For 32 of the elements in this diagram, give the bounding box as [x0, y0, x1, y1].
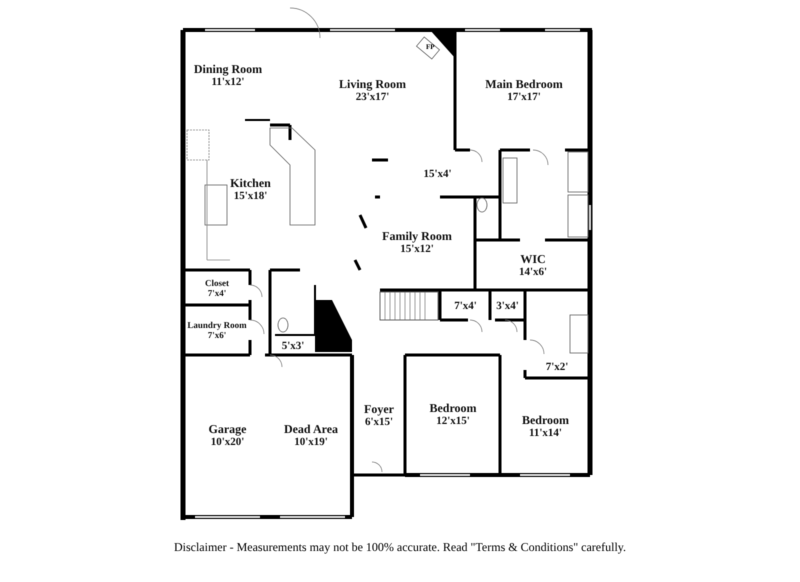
room-name: Closet: [205, 278, 229, 288]
room-name: Family Room: [382, 230, 452, 243]
room-dimension: 12'x15': [436, 415, 470, 428]
room-name: Garage: [208, 423, 246, 436]
room-dimension: 11'x14': [528, 426, 562, 440]
room-dimension: 10'x20': [210, 436, 244, 449]
room-dimension: 11'x12': [211, 76, 244, 89]
room-dimension: 14'x6': [518, 266, 548, 279]
room-dimension: 23'x17': [356, 91, 390, 104]
room-name: Main Bedroom: [485, 78, 563, 91]
room-dimension: 3'x4': [496, 300, 519, 312]
room-name: Dead Area: [284, 423, 338, 436]
room-name: Living Room: [338, 78, 406, 91]
room-name: Bedroom: [429, 402, 477, 415]
room-dimension: 6'x15': [364, 416, 394, 429]
room-dimension: 15'x4': [423, 168, 452, 181]
room-dimension: 17'x17': [507, 91, 541, 104]
room-name: Foyer: [364, 403, 394, 416]
room-name: Bedroom: [522, 414, 570, 426]
room-dimension: 10'x19': [294, 436, 328, 449]
room-dimension: 7'x2': [546, 360, 568, 374]
room-dimension: 15'x18': [234, 190, 268, 202]
room-dimension: 7'x6': [208, 330, 226, 340]
room-dimension: 7'x4': [454, 300, 477, 312]
room-name: Dining Room: [194, 63, 262, 76]
room-dimension: 7'x4': [208, 288, 226, 298]
room-name: Laundry Room: [187, 320, 247, 330]
room-dimension: 5'x3': [282, 340, 304, 352]
room-name: WIC: [520, 253, 546, 266]
disclaimer-note: Disclaimer - Measurements may not be 100% accurate. Read "Terms & Conditions" carefully.: [172, 540, 628, 555]
room-dimension: 15'x12': [400, 243, 434, 256]
room-name: Kitchen: [230, 176, 271, 190]
